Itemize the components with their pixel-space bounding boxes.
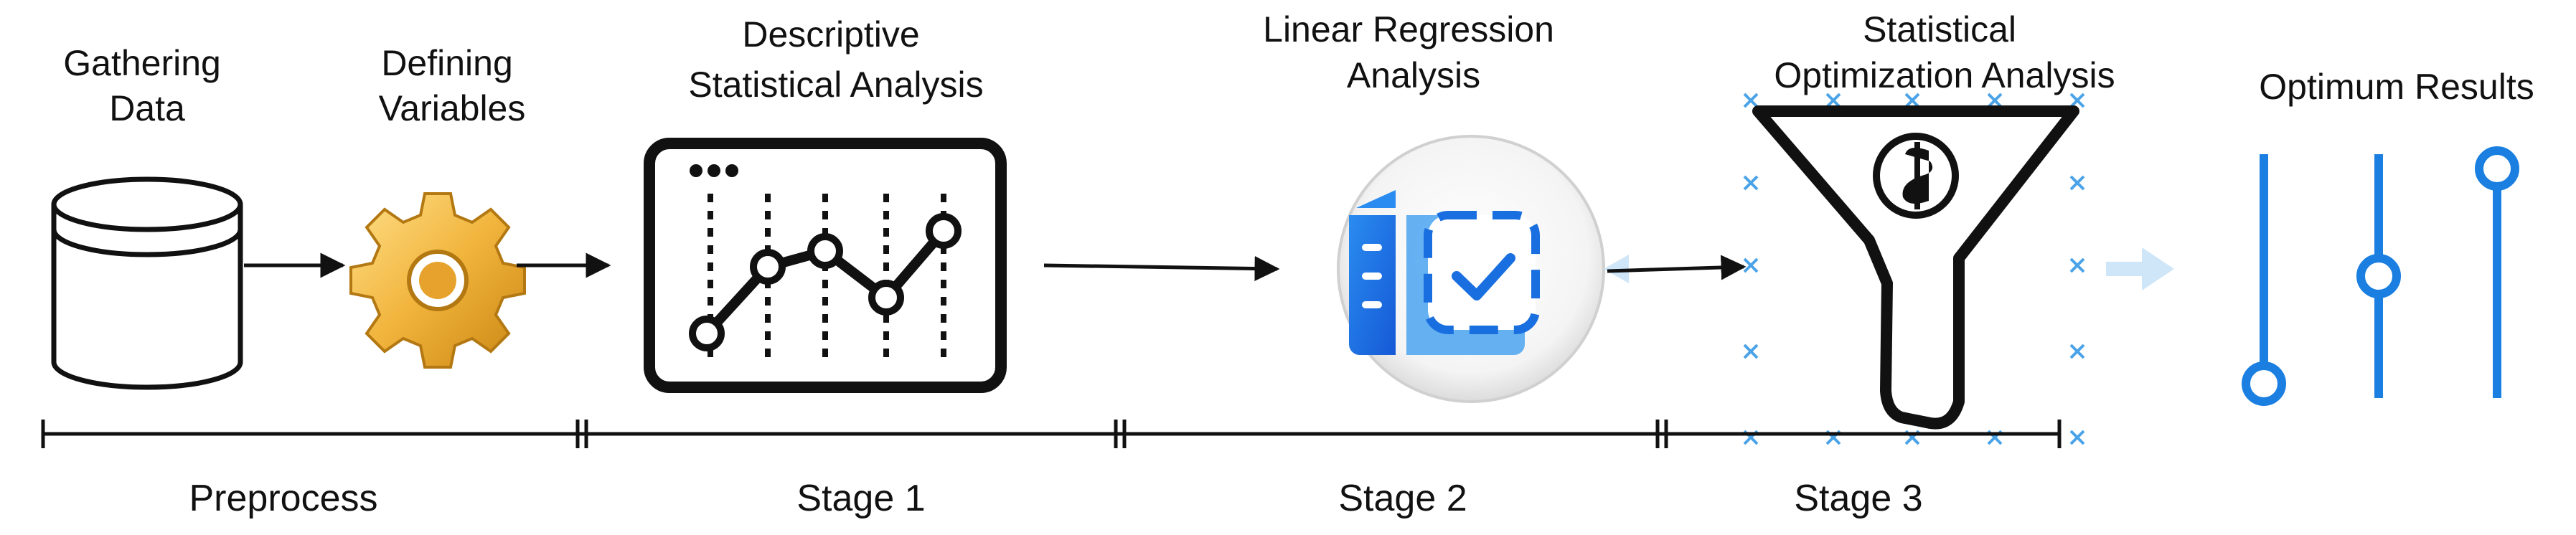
selection-cross <box>1743 344 1759 359</box>
selection-cross <box>2069 344 2085 359</box>
selection-cross <box>2069 93 2085 108</box>
label-defining-line2: Variables <box>379 88 526 128</box>
selection-handles <box>1743 93 2085 445</box>
stage-label-preprocess: Preprocess <box>189 478 378 519</box>
selection-cross <box>1904 93 1920 108</box>
label-results-line1: Optimum Results <box>2259 67 2534 107</box>
selection-cross <box>2069 175 2085 191</box>
label-defining-line1: Defining <box>381 43 512 83</box>
selection-cross <box>1743 175 1759 191</box>
selection-cross <box>1743 93 1759 108</box>
database-icon <box>51 176 243 390</box>
stage-label-stage-3: Stage 3 <box>1794 478 1922 519</box>
sliders-icon <box>2242 146 2519 406</box>
label-defining-variables: Defining Variables <box>379 43 526 128</box>
selection-cross <box>1987 93 2003 108</box>
selection-cross <box>2069 430 2085 445</box>
label-descriptive-line1: Descriptive <box>742 14 919 55</box>
stage-label-stage-1: Stage 1 <box>796 478 925 519</box>
label-gathering-line1: Gathering <box>63 43 221 83</box>
label-optimization-line2: Optimization Analysis <box>1774 55 2115 95</box>
label-statistical-optimization: Statistical Optimization Analysis <box>1774 9 2115 95</box>
stage-label-stage-2: Stage 2 <box>1338 478 1467 519</box>
label-optimization-line1: Statistical <box>1863 9 2016 49</box>
arrow-descriptive-to-regression <box>1043 256 1280 282</box>
label-descriptive-analysis: Descriptive Statistical Analysis <box>688 14 983 105</box>
selection-cross <box>2069 257 2085 273</box>
document-check-icon <box>1337 135 1605 403</box>
funnel-dollar-icon <box>1752 105 2079 430</box>
selection-cross <box>1825 93 1841 108</box>
faint-arrow-left <box>1604 255 1629 283</box>
label-regression-line2: Analysis <box>1347 55 1480 95</box>
arrow-regression-to-optimization <box>1607 255 1747 280</box>
label-linear-regression: Linear Regression Analysis <box>1263 9 1564 95</box>
selection-cross <box>1743 257 1759 273</box>
gear-icon <box>349 192 526 369</box>
label-gathering-line2: Data <box>109 88 185 128</box>
label-gathering-data: Gathering Data <box>63 43 231 128</box>
faint-arrow-right <box>2106 247 2174 290</box>
line-chart-icon <box>644 138 1007 393</box>
label-descriptive-line2: Statistical Analysis <box>688 65 983 105</box>
label-regression-line1: Linear Regression <box>1263 9 1554 49</box>
stage-timeline <box>41 420 2062 448</box>
label-optimum-results: Optimum Results <box>2259 67 2534 107</box>
